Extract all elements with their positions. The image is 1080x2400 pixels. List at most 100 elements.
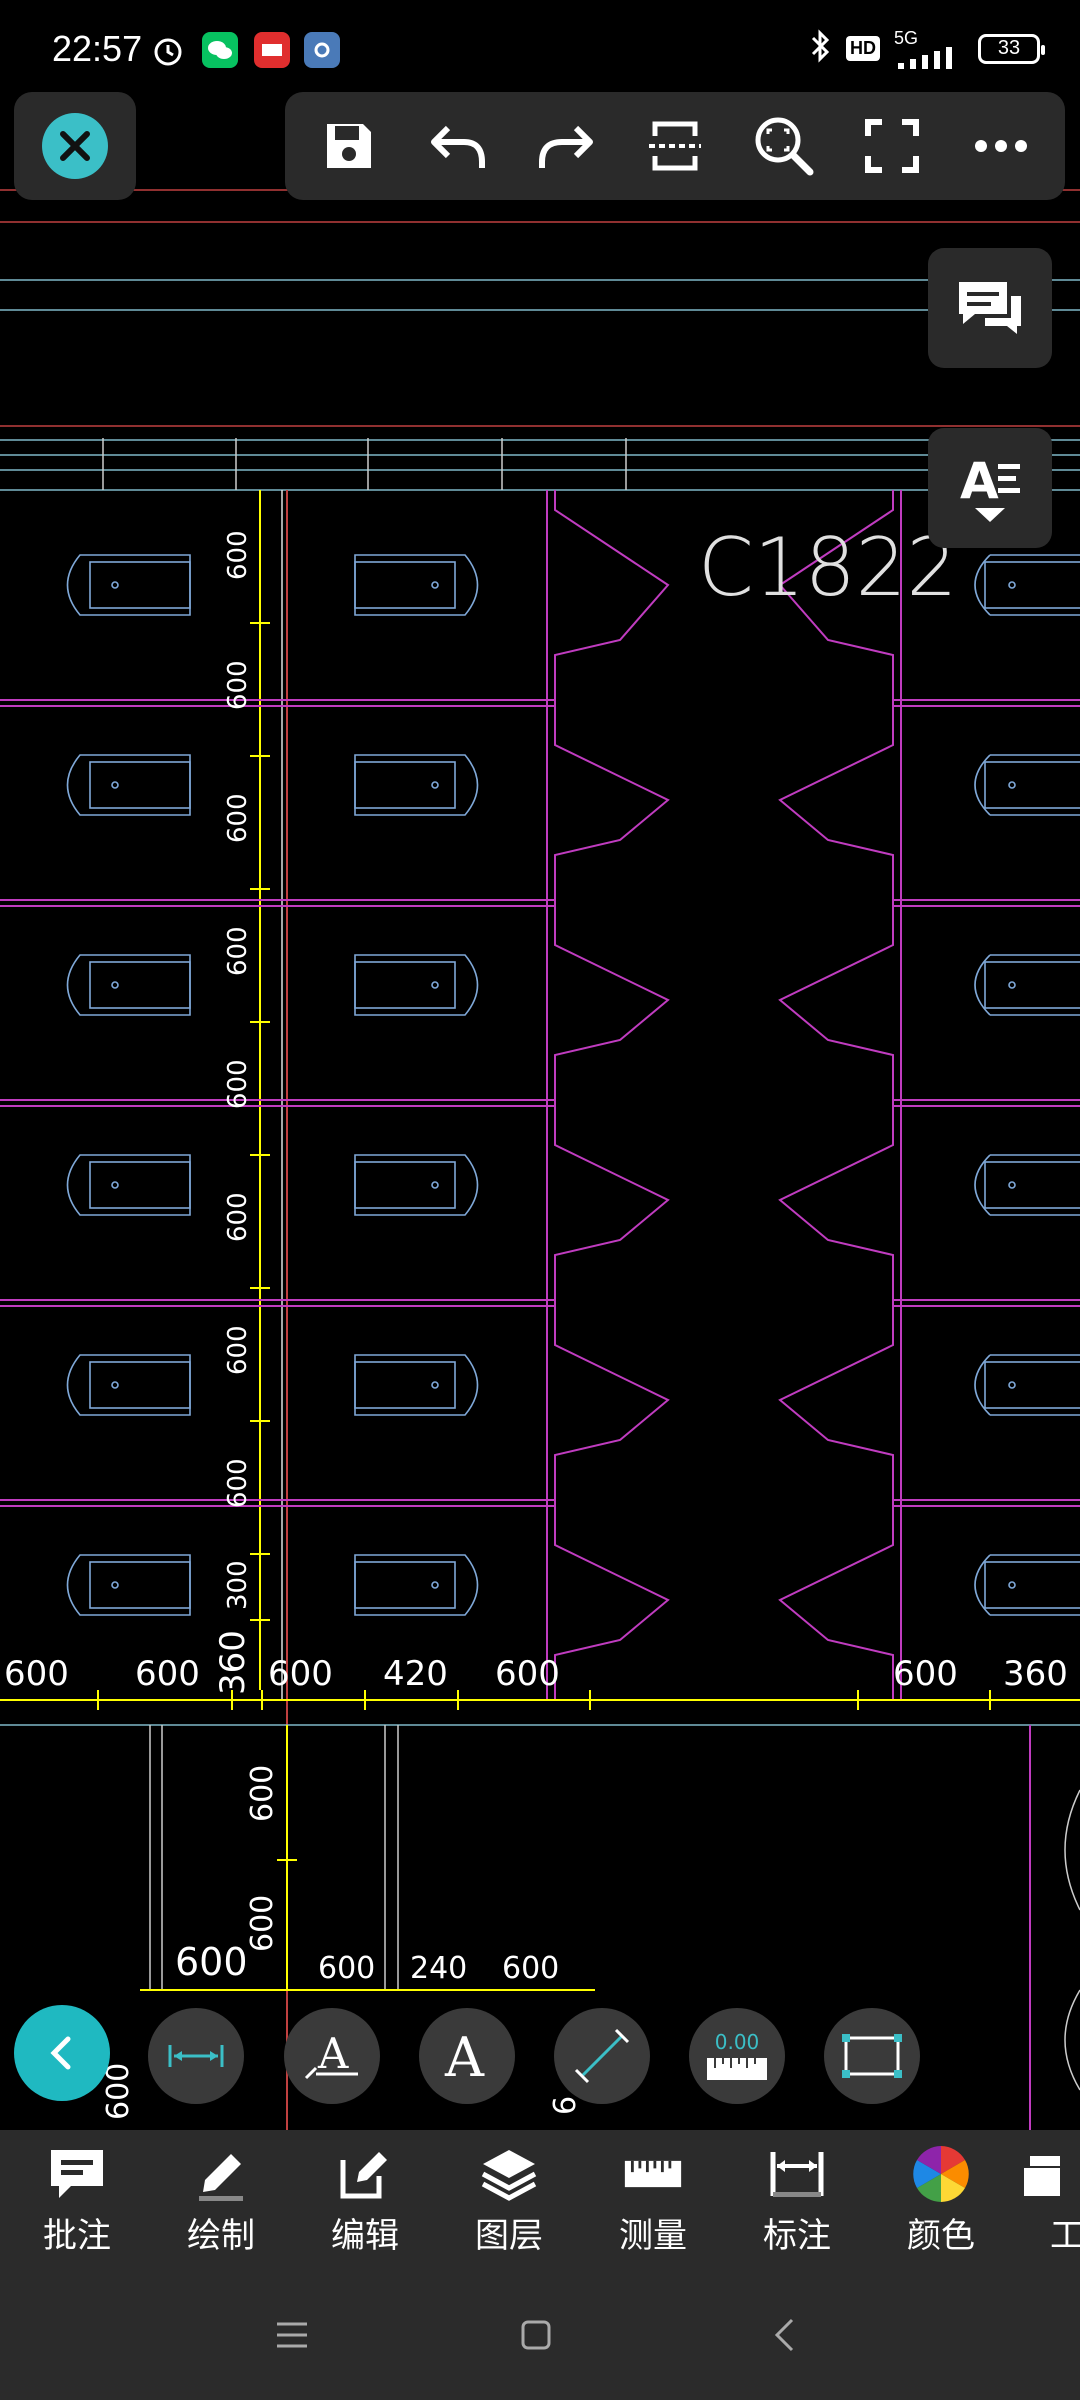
chevron-down-icon — [975, 508, 1005, 522]
hd-badge: HD — [846, 36, 880, 61]
chevron-left-icon — [50, 2036, 71, 2070]
dim-h-3: 360 — [213, 1630, 253, 1695]
menu-icon — [277, 2322, 307, 2348]
tab-edit[interactable]: 编辑 — [300, 2130, 430, 2270]
dim-v-6: 600 — [223, 1192, 253, 1242]
dim-h-8: 360 — [1003, 1654, 1068, 1694]
tab-label: 批注 — [43, 2215, 111, 2256]
dim-h-1: 600 — [4, 1654, 69, 1694]
edit-icon — [335, 2144, 395, 2204]
dim-h-4: 600 — [268, 1654, 333, 1694]
dim-lower-left: 600 — [101, 2063, 136, 2120]
close-button[interactable] — [42, 113, 108, 179]
dim-h-6: 600 — [495, 1654, 560, 1694]
battery-level: 33 — [997, 37, 1021, 59]
settings-app-icon — [304, 32, 340, 68]
tab-label: 测量 — [619, 2215, 687, 2256]
bluetooth-icon — [808, 28, 832, 69]
tab-dimension[interactable]: 标注 — [732, 2130, 862, 2270]
news-app-icon — [254, 32, 290, 68]
save-button[interactable] — [309, 106, 389, 186]
dim-lower-small: 6 — [548, 2096, 583, 2115]
dim-v-3: 600 — [223, 793, 253, 843]
leader-text-tool[interactable]: A — [284, 2008, 380, 2104]
status-time: 22:57 — [52, 28, 143, 69]
pencil-icon — [191, 2144, 251, 2204]
wechat-icon — [202, 32, 238, 68]
redo-button[interactable] — [526, 106, 606, 186]
aligned-dimension-tool[interactable] — [554, 2008, 650, 2104]
tab-layers[interactable]: 图层 — [444, 2130, 574, 2270]
bottom-tab-bar: 批注 绘制 编辑 图层 测量 标注 — [0, 2130, 1080, 2270]
comment-icon — [47, 2144, 107, 2204]
alarm-icon — [150, 32, 186, 68]
tab-measure[interactable]: 测量 — [588, 2130, 718, 2270]
status-bar: 22:57 HD 5G 33 — [0, 0, 1080, 100]
nav-home-button[interactable] — [506, 2310, 566, 2360]
tab-tools[interactable]: 工 — [1020, 2130, 1080, 2270]
more-icon — [974, 140, 1027, 152]
dim-v-4: 600 — [223, 926, 253, 976]
text-tool[interactable]: A — [419, 2008, 515, 2104]
tab-color[interactable]: 颜色 — [876, 2130, 1006, 2270]
dim-lower-h-1: 600 — [175, 1940, 248, 1984]
tab-label: 图层 — [475, 2215, 543, 2256]
dim-lower-h-4: 600 — [502, 1951, 559, 1986]
undo-icon — [430, 125, 485, 168]
dim-h-7: 600 — [893, 1654, 958, 1694]
svg-text:A: A — [444, 2026, 485, 2086]
tab-label: 工 — [1050, 2215, 1080, 2256]
dim-v-7: 600 — [223, 1325, 253, 1375]
measure-readout: 0.00 — [714, 2030, 760, 2054]
linear-dimension-tool[interactable] — [148, 2008, 244, 2104]
dim-v-1: 600 — [223, 530, 253, 580]
tab-label: 颜色 — [907, 2215, 975, 2256]
tab-label: 编辑 — [331, 2215, 399, 2256]
dim-lower-v-1: 600 — [245, 1765, 280, 1822]
signal-icon: 5G — [894, 29, 964, 69]
linear-dimension-icon — [168, 2045, 224, 2067]
main-toolbar — [285, 92, 1065, 200]
dim-h-5: 420 — [383, 1654, 448, 1694]
dim-v-2: 600 — [223, 660, 253, 710]
text-style-icon: A — [960, 454, 1020, 506]
more-button[interactable] — [961, 106, 1041, 186]
back-icon — [774, 2318, 794, 2352]
tab-draw[interactable]: 绘制 — [156, 2130, 286, 2270]
ruler-icon — [623, 2144, 683, 2204]
fullscreen-button[interactable] — [852, 106, 932, 186]
comment-list-button[interactable] — [928, 248, 1052, 368]
text-style-button[interactable]: A — [928, 428, 1052, 548]
section-button[interactable] — [635, 106, 715, 186]
section-icon — [648, 121, 701, 171]
rectangle-tool[interactable] — [824, 2008, 920, 2104]
aligned-dimension-icon — [574, 2028, 630, 2084]
dim-lower-h-2: 600 — [318, 1951, 375, 1986]
dim-v-9: 300 — [223, 1560, 253, 1610]
redo-icon — [539, 125, 594, 168]
zoom-window-button[interactable] — [744, 106, 824, 186]
tab-label: 绘制 — [187, 2215, 255, 2256]
tab-annotate[interactable]: 批注 — [12, 2130, 142, 2270]
dim-v-8: 600 — [223, 1458, 253, 1508]
text-icon: A — [444, 2026, 485, 2086]
home-icon — [521, 2320, 551, 2350]
svg-text:A: A — [317, 2029, 349, 2078]
comments-icon — [959, 282, 1021, 334]
close-icon — [60, 131, 90, 161]
dim-v-5: 600 — [223, 1059, 253, 1109]
cad-drawing-canvas[interactable]: 600 600 600 600 600 600 600 600 300 C182… — [0, 0, 1080, 2130]
ruler-icon — [707, 2058, 767, 2080]
collapse-tools-button[interactable] — [14, 2005, 110, 2101]
nav-back-button[interactable] — [754, 2310, 814, 2360]
status-right: HD 5G 33 — [808, 28, 1045, 69]
nav-menu-button[interactable] — [262, 2310, 322, 2360]
battery-icon: 33 — [978, 33, 1045, 64]
undo-button[interactable] — [418, 106, 498, 186]
dim-lower-h-3: 240 — [410, 1951, 467, 1986]
layers-icon — [479, 2144, 539, 2204]
measure-tool[interactable]: 0.00 — [689, 2008, 785, 2104]
tab-label: 标注 — [763, 2215, 831, 2256]
leader-text-icon: A — [304, 2029, 358, 2080]
color-wheel-icon — [911, 2144, 971, 2204]
